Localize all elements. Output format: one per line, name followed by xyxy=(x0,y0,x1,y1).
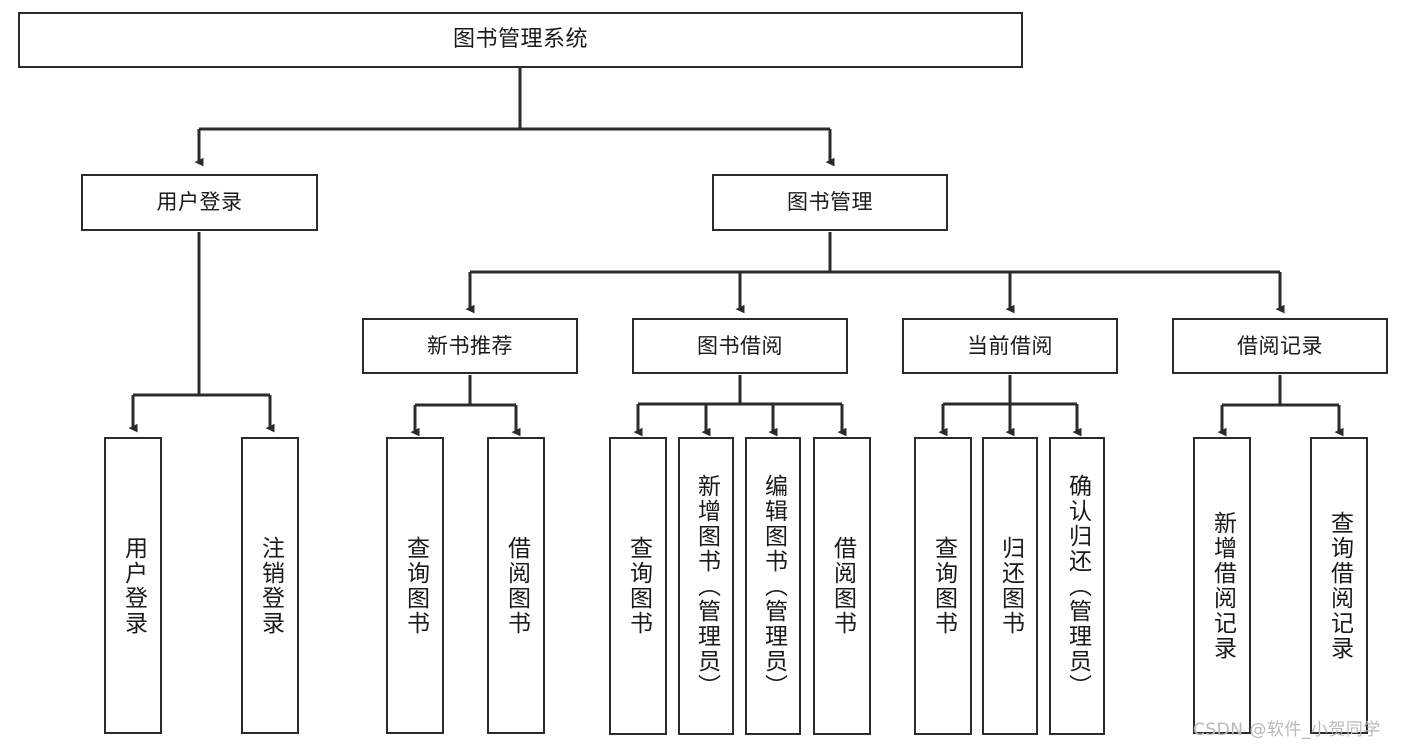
node-book-borrow[interactable]: 图书借阅 xyxy=(632,318,848,374)
node-user-login[interactable]: 用户登录 xyxy=(81,174,318,231)
node-label: 新增借阅记录 xyxy=(1209,510,1236,661)
node-label: 查询图书 xyxy=(930,536,957,636)
node-new-book-recommend[interactable]: 新书推荐 xyxy=(362,318,578,374)
node-label: 确认归还（管理员） xyxy=(1064,473,1091,699)
node-label: 归还图书 xyxy=(997,536,1024,636)
node-label: 查询图书 xyxy=(625,536,652,636)
node-label: 注销登录 xyxy=(257,535,284,636)
leaf-user-login[interactable]: 用户登录 xyxy=(104,437,162,734)
node-label: 图书借阅 xyxy=(697,333,783,358)
leaf-borrow-book[interactable]: 借阅图书 xyxy=(813,437,871,735)
node-current-borrow[interactable]: 当前借阅 xyxy=(902,318,1118,374)
node-label: 编辑图书（管理员） xyxy=(760,473,787,699)
node-borrow-record[interactable]: 借阅记录 xyxy=(1172,318,1388,374)
leaf-query-borrow-record[interactable]: 查询借阅记录 xyxy=(1310,437,1368,734)
node-label: 借阅记录 xyxy=(1237,333,1323,358)
node-root-book-management-system[interactable]: 图书管理系统 xyxy=(18,12,1023,68)
csdn-watermark: CSDN @软件_小贺同学 xyxy=(1193,720,1381,740)
leaf-logout[interactable]: 注销登录 xyxy=(241,437,299,734)
node-label: 新书推荐 xyxy=(427,333,513,358)
node-label: 图书管理 xyxy=(787,190,873,215)
leaf-borrow-book-recommend[interactable]: 借阅图书 xyxy=(487,437,545,734)
leaf-edit-book-admin[interactable]: 编辑图书（管理员） xyxy=(745,437,801,735)
leaf-add-book-admin[interactable]: 新增图书（管理员） xyxy=(678,437,734,735)
node-label: 新增图书（管理员） xyxy=(693,473,720,699)
node-label: 图书管理系统 xyxy=(452,27,588,53)
leaf-query-book-borrow[interactable]: 查询图书 xyxy=(609,437,667,735)
node-label: 用户登录 xyxy=(156,190,243,215)
leaf-add-borrow-record[interactable]: 新增借阅记录 xyxy=(1193,437,1251,734)
node-label: 借阅图书 xyxy=(829,536,856,636)
node-label: 查询借阅记录 xyxy=(1326,510,1353,661)
leaf-return-book[interactable]: 归还图书 xyxy=(982,437,1038,735)
node-label: 查询图书 xyxy=(402,535,429,636)
node-label: 用户登录 xyxy=(120,535,147,636)
leaf-query-book-current[interactable]: 查询图书 xyxy=(914,437,972,735)
leaf-query-book-recommend[interactable]: 查询图书 xyxy=(386,437,444,734)
node-label: 借阅图书 xyxy=(503,535,530,636)
node-book-management[interactable]: 图书管理 xyxy=(712,174,948,231)
leaf-confirm-return-admin[interactable]: 确认归还（管理员） xyxy=(1049,437,1105,735)
node-label: 当前借阅 xyxy=(967,333,1053,358)
